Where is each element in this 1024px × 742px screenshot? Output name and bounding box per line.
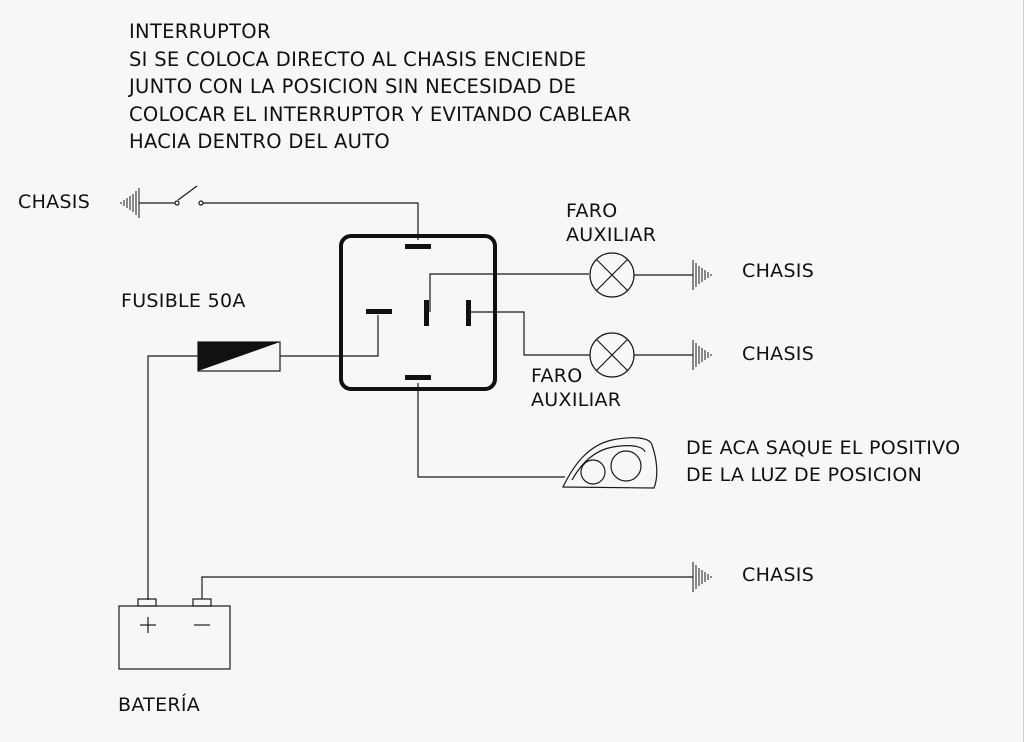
ground-symbols xyxy=(120,188,712,592)
battery-label: BATERÍA xyxy=(118,694,201,716)
faro-top-label-2: AUXILIAR xyxy=(566,224,657,246)
lamp-top-icon xyxy=(589,252,635,298)
chasis-battery-label: CHASIS xyxy=(742,564,815,586)
headlight-icon xyxy=(562,437,658,489)
ground-battery-icon xyxy=(692,562,712,592)
fusible-label: FUSIBLE 50A xyxy=(121,290,246,312)
wire-relay-position xyxy=(417,383,565,478)
note-line: INTERRUPTOR xyxy=(129,20,271,43)
relay-pin-bottom xyxy=(405,375,431,380)
wire-fuse-relay xyxy=(280,315,379,357)
battery-terminal-negative xyxy=(192,598,212,607)
switch-contact-right xyxy=(198,200,204,206)
wire-relay-lamp-bottom xyxy=(470,311,590,356)
wire-battery-chasis xyxy=(201,576,693,599)
relay-body xyxy=(339,234,497,391)
note-line: HACIA DENTRO DEL AUTO xyxy=(129,130,391,153)
note-line: SI SE COLOCA DIRECTO AL CHASIS ENCIENDE xyxy=(129,47,587,71)
relay-pin-top xyxy=(405,244,431,249)
battery-terminal-positive xyxy=(137,598,157,607)
relay-pin-right xyxy=(466,300,471,326)
ground-lamp-bottom-icon xyxy=(692,340,712,370)
switch-note: INTERRUPTOR SI SE COLOCA DIRECTO AL CHAS… xyxy=(129,18,631,156)
relay-pin-left xyxy=(366,309,392,314)
lamp-bottom-icon xyxy=(589,332,635,378)
note-line: JUNTO CON LA POSICION SIN NECESIDAD DE xyxy=(129,75,577,98)
switch-contact-left xyxy=(174,200,180,206)
relay-pin-center xyxy=(424,300,429,326)
chasis-lamp-top-label: CHASIS xyxy=(742,260,815,282)
ground-lamp-top-icon xyxy=(692,260,712,290)
relay-pins xyxy=(366,244,471,380)
position-light-label-1: DE ACA SAQUE EL POSITIVO xyxy=(686,437,961,459)
battery-icon xyxy=(118,605,231,670)
ground-switch-icon xyxy=(120,188,140,218)
wire-battery-fuse xyxy=(147,355,198,600)
faro-bottom-label-1: FARO xyxy=(531,365,583,387)
fuse-fill xyxy=(198,342,280,371)
faro-top-label-1: FARO xyxy=(566,200,618,222)
faro-bottom-label-2: AUXILIAR xyxy=(531,389,622,411)
chasis-switch-label: CHASIS xyxy=(18,191,91,213)
chasis-lamp-bottom-label: CHASIS xyxy=(742,343,815,365)
note-line: COLOCAR EL INTERRUPTOR Y EVITANDO CABLEA… xyxy=(129,102,632,126)
wire-switch-relay xyxy=(203,202,419,240)
wire-relay-lamp-top xyxy=(429,273,589,312)
position-light-label-2: DE LA LUZ DE POSICION xyxy=(686,464,923,486)
switch-lever xyxy=(177,185,198,201)
